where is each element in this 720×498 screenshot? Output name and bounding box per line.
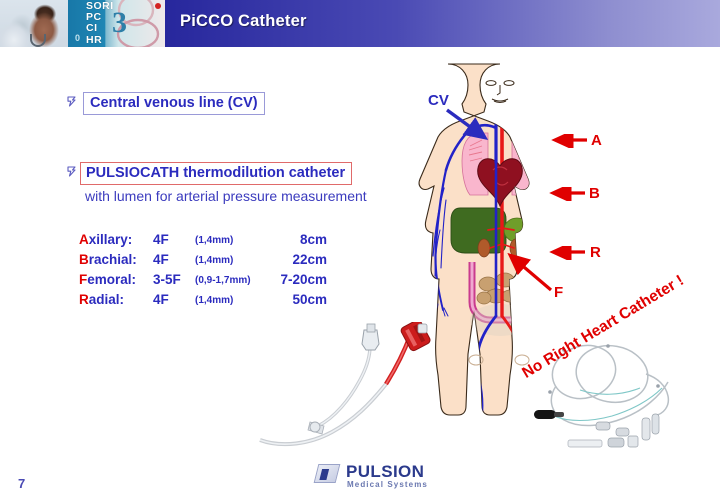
coiled-catheter-kit-photo	[520, 330, 705, 460]
row-initial: F	[79, 272, 88, 287]
row-site: emoral:	[87, 272, 137, 287]
monitor-zero-label: 0	[75, 33, 81, 43]
pulsion-logo: PULSION Medical Systems	[313, 462, 436, 492]
pulsion-tagline: Medical Systems	[347, 480, 428, 489]
row-mm: (0,9-1,7mm)	[195, 275, 251, 286]
bullet-marker-icon-2	[67, 166, 76, 177]
r-arrow-icon	[549, 246, 585, 260]
monitor-abbreviations: SORI PC CI HR	[86, 0, 114, 46]
row-site: adial:	[88, 292, 125, 307]
row-length: 7-20cm	[280, 272, 327, 287]
monitor-big-number: 3	[112, 6, 127, 39]
monitor-rings-graphic	[116, 0, 161, 47]
b-arrow-icon	[549, 187, 585, 201]
row-length: 50cm	[292, 292, 327, 307]
slide-header: SORI PC CI HR 0 3 PiCCO Catheter	[0, 0, 720, 47]
pulsiocath-catheter-photo	[258, 319, 448, 450]
label-f: F	[554, 284, 564, 301]
page-number: 7	[18, 476, 26, 491]
label-cv: CV	[428, 92, 449, 109]
abbr-sori: SORI	[86, 0, 114, 12]
row-length: 22cm	[292, 252, 327, 267]
row-french: 3-5F	[153, 272, 181, 287]
row-length: 8cm	[299, 232, 327, 247]
anatomy-figure	[410, 58, 590, 428]
monitor-logo-box: SORI PC CI HR 0 3	[68, 0, 165, 47]
row-french: 4F	[153, 252, 169, 267]
abbr-hr: HR	[86, 33, 103, 46]
row-french: 4F	[153, 232, 169, 247]
stethoscope-icon	[30, 34, 46, 47]
abbr-ci: CI	[86, 22, 98, 35]
f-arrow-icon	[507, 252, 553, 292]
pulsiocath-subtitle: with lumen for arterial pressure measure…	[85, 188, 367, 204]
row-initial: B	[79, 252, 89, 267]
central-venous-line-label: Central venous line (CV)	[83, 92, 265, 115]
a-arrow-icon	[551, 134, 587, 148]
row-site: xillary:	[88, 232, 133, 247]
row-mm: (1,4mm)	[195, 255, 234, 266]
bullet-marker-icon	[67, 96, 76, 107]
pulsion-wordmark: PULSION	[346, 462, 425, 481]
page-title: PiCCO Catheter	[180, 12, 307, 30]
label-r: R	[590, 244, 601, 261]
row-initial: R	[79, 292, 89, 307]
label-a: A	[591, 132, 602, 149]
row-initial: A	[79, 232, 89, 247]
pulsiocath-catheter-label: PULSIOCATH thermodilution catheter	[80, 162, 353, 185]
doctor-photo	[0, 0, 68, 47]
pulsion-mark-icon	[313, 464, 341, 483]
abbr-pc: PC	[86, 11, 102, 24]
label-b: B	[589, 185, 600, 202]
row-mm: (1,4mm)	[195, 235, 234, 246]
cv-arrow-icon	[445, 108, 489, 141]
row-mm: (1,4mm)	[195, 295, 234, 306]
row-french: 4F	[153, 292, 169, 307]
row-site: rachial:	[88, 252, 137, 267]
